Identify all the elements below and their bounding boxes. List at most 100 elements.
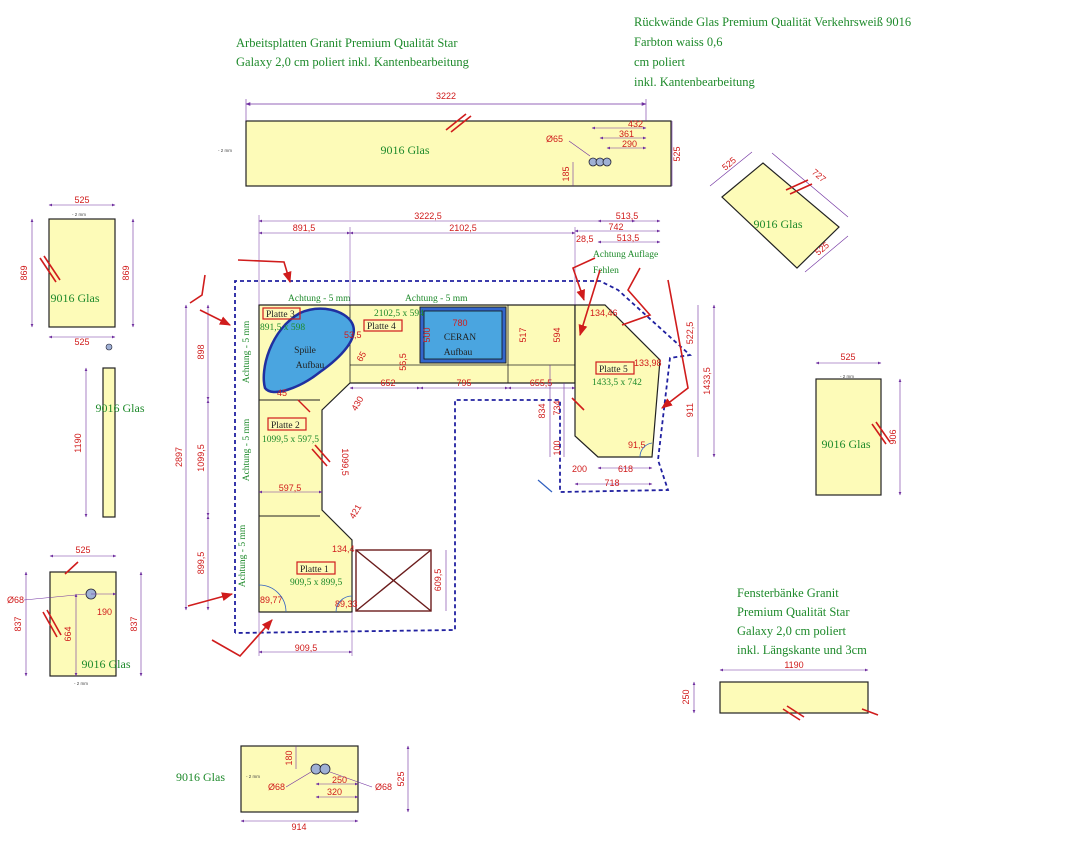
- note-line: cm poliert: [634, 55, 686, 69]
- dim-top-r2: 742: [608, 222, 623, 232]
- panel-right: 525 906 - 2 mm 9016 Glas: [815, 352, 902, 496]
- note-line: Galaxy 2,0 cm poliert: [737, 624, 846, 638]
- dim-45: 45: [277, 388, 287, 398]
- platte4-name: Platte 4: [367, 322, 396, 332]
- panel-right-mm: - 2 mm: [840, 374, 854, 379]
- dim-top-width: 3222: [436, 91, 456, 101]
- panel-fenster: 1190 250: [681, 660, 879, 721]
- dim-8977: 89,77: [260, 595, 283, 605]
- dim-top-d4: 185: [561, 166, 571, 181]
- sink-label2: Aufbau: [296, 360, 325, 371]
- dim-bottom-hole2: Ø68: [375, 782, 392, 792]
- sink-shape: [262, 307, 355, 394]
- dim-top-hole: Ø65: [546, 134, 563, 144]
- platte2-name: Platte 2: [271, 421, 300, 431]
- panel-top: 3222 525 9016 Glas - 2 mm Ø65 432 361 29…: [218, 91, 682, 187]
- auflage-line1: Achtung Auflage: [593, 249, 658, 260]
- dim-bottom-d3: 320: [327, 787, 342, 797]
- dim-top-d3: 290: [622, 139, 637, 149]
- dim-left1-h: 869: [19, 265, 29, 280]
- dim-535: 53,5: [344, 330, 362, 340]
- achtung-left1: Achtung - 5 mm: [242, 320, 252, 383]
- kitchen-plan: Spüle Aufbau CERAN Aufbau 780 500 Platte…: [174, 211, 716, 658]
- ceran-inner: [423, 310, 503, 360]
- platte5-name: Platte 5: [599, 365, 628, 375]
- panel-left2-label: 9016 Glas: [96, 401, 145, 415]
- dim-522: 522,5: [685, 322, 695, 345]
- panel-rotated-shape: [721, 162, 840, 269]
- dim-left-total: 2897: [174, 447, 184, 467]
- panel-bottom-label: 9016 Glas: [176, 770, 225, 784]
- platte2-size: 1099,5 x 597,5: [262, 435, 319, 445]
- panel-rot-label: 9016 Glas: [754, 217, 803, 231]
- dim-left1-w2: 525: [74, 337, 89, 347]
- achtung-left3: Achtung - 5 mm: [238, 524, 248, 587]
- panel-left-1: 525 - 2 mm 525 869 869 9016 Glas: [19, 195, 135, 347]
- dim-left3-h2: 837: [129, 616, 139, 631]
- dim-133: 133,98: [634, 358, 662, 368]
- dim-left3-d1: 190: [97, 607, 112, 617]
- dim-609: 609,5: [433, 569, 443, 592]
- dim-718: 718: [604, 478, 619, 488]
- dim-597: 597,5: [279, 483, 302, 493]
- panel-top-label: 9016 Glas: [381, 143, 430, 157]
- dim-left3-hole: Ø68: [7, 595, 24, 605]
- note-line: Rückwände Glas Premium Qualität Verkehrs…: [634, 15, 912, 29]
- panel-bottom-mm: - 2 mm: [246, 774, 260, 779]
- dim-top-d1: 432: [628, 119, 643, 129]
- dim-8933: 89,33: [335, 599, 358, 609]
- dim-1099: 1099,5: [340, 448, 350, 476]
- dim-top-d2: 361: [619, 129, 634, 139]
- dim-left2-h: 1190: [73, 433, 83, 452]
- dim-bottom-h: 525: [396, 771, 406, 786]
- dim-top-r1: 513,5: [616, 211, 639, 221]
- dim-134a: 134,46: [590, 308, 618, 318]
- dim-fenster-w: 1190: [784, 660, 803, 670]
- dim-500: 500: [422, 327, 432, 342]
- panel-left-3: 525 837 837 Ø68 190 664 9016 Glas - 2 mm: [7, 545, 143, 686]
- achtung-top2: Achtung - 5 mm: [405, 294, 468, 304]
- counter-platte5: [574, 304, 661, 458]
- dim-1433: 1433,5: [702, 367, 712, 395]
- dim-834: 834: [537, 403, 547, 418]
- panel-left2-shape: [102, 367, 116, 518]
- dim-rot-w: 525: [720, 155, 738, 172]
- dim-left3-w: 525: [75, 545, 90, 555]
- dim-left3-h: 837: [13, 616, 23, 631]
- panel-left3-mm: - 2 mm: [74, 681, 88, 686]
- dim-734: 734: [552, 400, 562, 415]
- dim-517: 517: [518, 327, 528, 342]
- note-line: inkl. Kantenbearbeitung: [634, 75, 755, 89]
- platte4-size: 2102,5 x 594: [374, 309, 424, 319]
- dim-bottom-hole1: Ø68: [268, 782, 285, 792]
- achtung-left2: Achtung - 5 mm: [242, 418, 252, 481]
- hole-circle: [319, 763, 331, 775]
- platte5-size: 1433,5 x 742: [592, 378, 642, 388]
- panel-fenster-shape: [719, 681, 869, 714]
- note-line: Premium Qualität Star: [737, 605, 850, 619]
- sink-label: Spüle: [294, 346, 316, 356]
- note-line: Galaxy 2,0 cm poliert inkl. Kantenbearbe…: [236, 55, 469, 69]
- dim-top-total: 3222,5: [414, 211, 442, 221]
- platte1-size: 909,5 x 899,5: [290, 578, 343, 588]
- platte3-size: 891,5 x 598: [260, 323, 305, 333]
- dim-594: 594: [552, 327, 562, 342]
- panel-top-mm: - 2 mm: [218, 148, 232, 153]
- dim-left3-d2: 664: [63, 626, 73, 641]
- panel-right-label: 9016 Glas: [822, 437, 871, 451]
- dim-rot-h: 727: [810, 167, 828, 184]
- ceran-label: CERAN: [444, 333, 476, 343]
- dim-right-h: 906: [888, 429, 898, 444]
- platte3-name: Platte 3: [266, 310, 295, 320]
- note-line: inkl. Längskante und 3cm: [737, 643, 867, 657]
- dim-915: 91,5: [628, 440, 646, 450]
- note-fensterbaenke: Fensterbänke Granit Premium Qualität Sta…: [737, 584, 867, 660]
- panel-left3-label: 9016 Glas: [82, 657, 131, 671]
- hole-circle: [310, 763, 322, 775]
- note-line: Fensterbänke Granit: [737, 586, 839, 600]
- dim-652: 652: [380, 378, 395, 388]
- note-arbeitsplatten: Arbeitsplatten Granit Premium Qualität S…: [236, 34, 469, 72]
- note-rueckwaende: Rückwände Glas Premium Qualität Verkehrs…: [634, 12, 911, 92]
- dim-left-c: 899,5: [196, 552, 206, 575]
